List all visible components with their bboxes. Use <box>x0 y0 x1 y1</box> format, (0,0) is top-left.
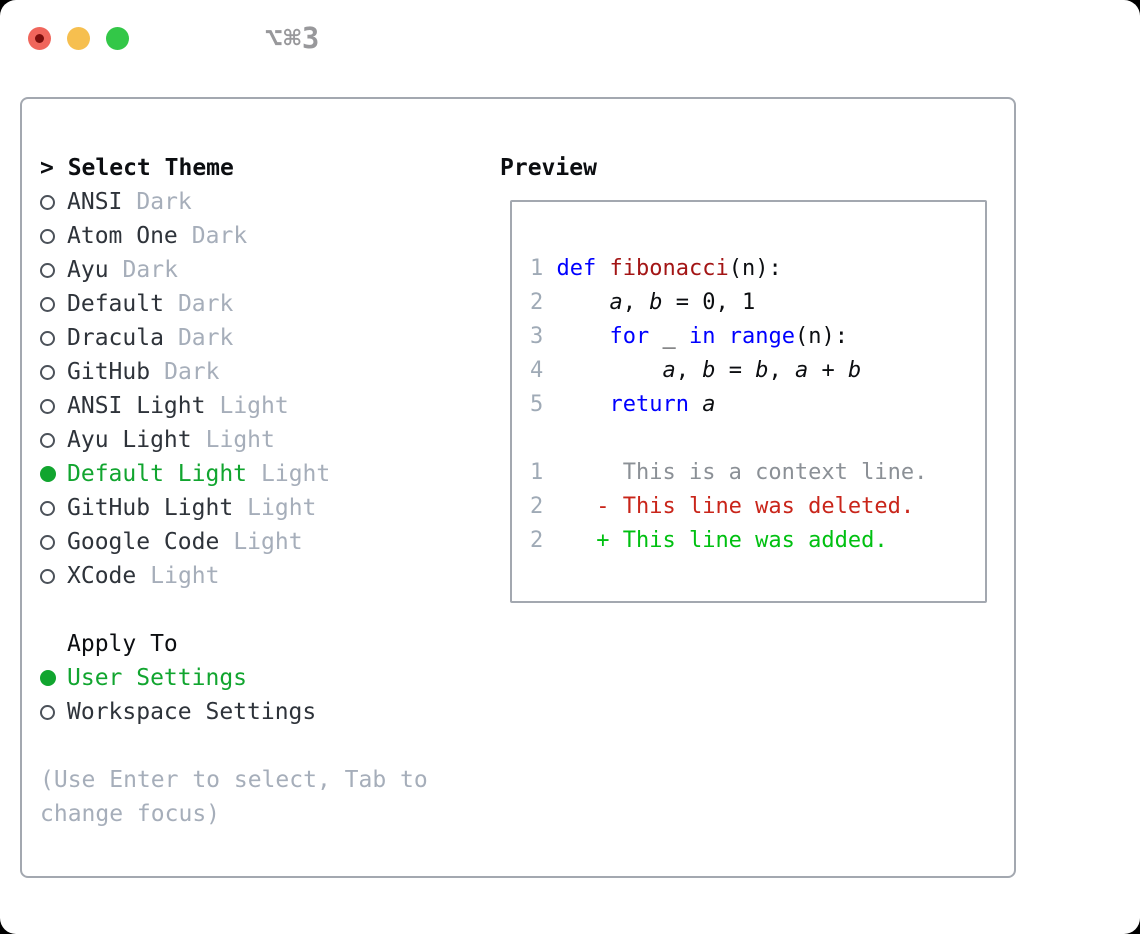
option-label: GitHub Light <box>67 495 234 521</box>
option-label: ANSI <box>67 189 123 215</box>
option-label: Workspace Settings <box>67 699 317 725</box>
radio-icon <box>40 432 67 448</box>
code-line: 2 + This line was added. <box>530 528 888 553</box>
theme-variant-label: Dark <box>136 189 192 215</box>
radio-icon <box>40 568 67 584</box>
select-theme-heading: > Select Theme <box>40 155 234 181</box>
radio-icon <box>40 296 67 312</box>
theme-variant-label: Light <box>205 427 275 453</box>
theme-variant-label: Dark <box>164 359 220 385</box>
theme-option-default-light-light[interactable]: Default Light Light <box>40 457 490 491</box>
radio-selected-icon <box>40 466 67 482</box>
option-label: Default Light <box>67 461 248 487</box>
theme-variant-label: Dark <box>122 257 178 283</box>
preview-code: 1 def fibonacci(n): 2 a, b = 0, 1 3 for _ … <box>512 202 985 558</box>
preview-box: 1 def fibonacci(n): 2 a, b = 0, 1 3 for _ … <box>510 200 987 603</box>
close-button[interactable] <box>28 26 51 50</box>
close-dot-icon <box>35 33 44 43</box>
code-line: 1 This is a context line. <box>530 460 928 485</box>
theme-option-xcode-light[interactable]: XCode Light <box>40 559 490 593</box>
keyboard-shortcut-label: ⌥⌘3 <box>265 21 321 55</box>
radio-icon <box>40 500 67 516</box>
code-line: 5 return a <box>530 392 716 417</box>
code-line: 1 def fibonacci(n): <box>530 256 782 281</box>
radio-icon <box>40 534 67 550</box>
option-label: ANSI Light <box>67 393 206 419</box>
radio-icon <box>40 398 67 414</box>
option-label: Ayu Light <box>67 427 192 453</box>
maximize-button[interactable] <box>106 26 129 50</box>
apply-option-user-settings[interactable]: User Settings <box>40 661 490 695</box>
theme-option-ayu-light-light[interactable]: Ayu Light Light <box>40 423 490 457</box>
spacer <box>40 593 490 627</box>
window-titlebar: ⌥⌘3 <box>28 21 320 55</box>
theme-variant-label: Light <box>247 495 317 521</box>
theme-option-ansi-dark[interactable]: ANSI Dark <box>40 185 490 219</box>
theme-option-ayu-dark[interactable]: Ayu Dark <box>40 253 490 287</box>
theme-option-dracula-dark[interactable]: Dracula Dark <box>40 321 490 355</box>
theme-variant-label: Dark <box>191 223 248 249</box>
option-label: XCode <box>67 563 137 589</box>
apply-option-workspace-settings[interactable]: Workspace Settings <box>40 695 490 729</box>
code-line: 2 a, b = 0, 1 <box>530 290 756 315</box>
radio-icon <box>40 330 67 346</box>
radio-selected-icon <box>40 670 67 686</box>
radio-icon <box>40 704 67 720</box>
help-text: (Use Enter to select, Tab to change focu… <box>40 767 428 827</box>
theme-option-atom-one-dark[interactable]: Atom One Dark <box>40 219 490 253</box>
radio-icon <box>40 228 67 244</box>
preview-heading: Preview <box>500 155 597 181</box>
option-label: Dracula <box>67 325 164 351</box>
code-line <box>530 422 985 456</box>
theme-variant-label: Dark <box>177 291 234 317</box>
option-label: Default <box>67 291 164 317</box>
option-label: Google Code <box>67 529 220 555</box>
option-label: GitHub <box>67 359 151 385</box>
spacer <box>40 729 490 763</box>
radio-icon <box>40 194 67 210</box>
minimize-button[interactable] <box>67 26 90 50</box>
option-label: Atom One <box>67 223 178 249</box>
apply-to-heading: Apply To <box>67 631 178 657</box>
theme-variant-label: Light <box>150 563 220 589</box>
theme-option-google-code-light[interactable]: Google Code Light <box>40 525 490 559</box>
code-line: 3 for _ in range(n): <box>530 324 848 349</box>
theme-variant-label: Light <box>233 529 303 555</box>
code-line: 4 a, b = b, a + b <box>530 358 862 383</box>
radio-icon <box>40 364 67 380</box>
theme-option-ansi-light-light[interactable]: ANSI Light Light <box>40 389 490 423</box>
radio-icon <box>40 262 67 278</box>
theme-variant-label: Light <box>219 393 289 419</box>
theme-option-github-light-light[interactable]: GitHub Light Light <box>40 491 490 525</box>
theme-variant-label: Dark <box>177 325 234 351</box>
theme-option-github-dark[interactable]: GitHub Dark <box>40 355 490 389</box>
option-label: User Settings <box>67 665 248 691</box>
theme-variant-label: Light <box>261 461 331 487</box>
option-label: Ayu <box>67 257 109 283</box>
theme-option-default-dark[interactable]: Default Dark <box>40 287 490 321</box>
code-line: 2 - This line was deleted. <box>530 494 915 519</box>
